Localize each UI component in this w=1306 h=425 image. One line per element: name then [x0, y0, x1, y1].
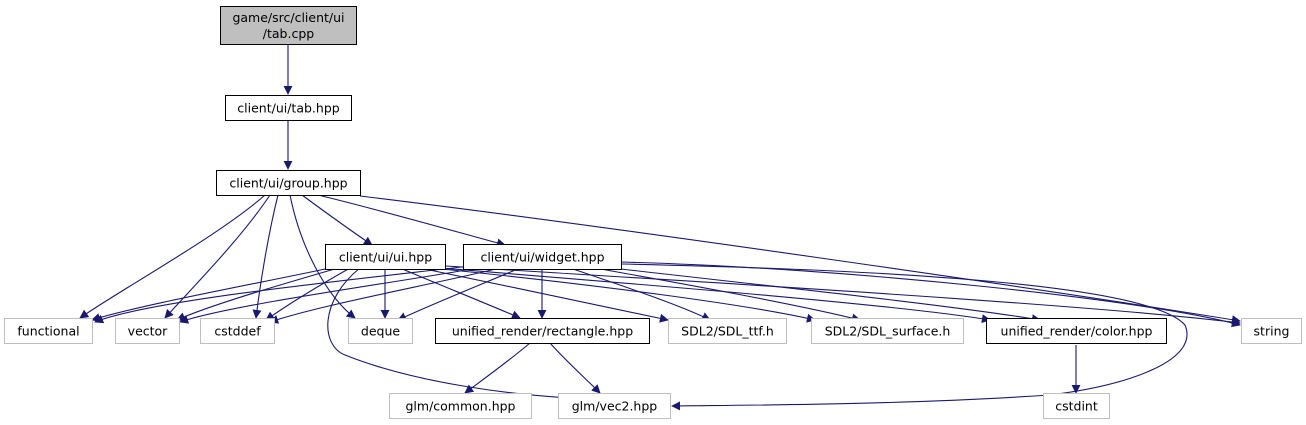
node-string[interactable]: string [1241, 318, 1302, 344]
edge-widget-to-glm-vec2 [621, 263, 1188, 411]
edge-group-to-vector [164, 194, 271, 319]
node-rectangle-hpp[interactable]: unified_render/rectangle.hpp [435, 318, 650, 344]
node-color-hpp[interactable]: unified_render/color.hpp [986, 318, 1167, 344]
node-label: deque [361, 324, 400, 339]
edge-ui-to-functional [91, 267, 331, 322]
node-glm-vec2[interactable]: glm/vec2.hpp [558, 393, 671, 419]
node-label: client/ui/ui.hpp [339, 250, 432, 265]
node-ui-hpp[interactable]: client/ui/ui.hpp [325, 244, 446, 270]
node-glm-common[interactable]: glm/common.hpp [389, 393, 532, 419]
edge-group [79, 45, 1241, 411]
edge-rectangle-to-glm-vec2 [549, 342, 601, 394]
node-label: glm/common.hpp [405, 399, 515, 414]
edge-widget-to-string [621, 261, 1241, 328]
edge-widget-to-deque [397, 267, 521, 321]
node-cstdint[interactable]: cstdint [1043, 393, 1110, 419]
node-cstddef[interactable]: cstddef [200, 318, 275, 344]
node-label: SDL2/SDL_ttf.h [681, 324, 774, 339]
node-label: cstdint [1055, 399, 1098, 414]
node-deque[interactable]: deque [348, 318, 413, 344]
node-label: cstddef [214, 324, 261, 339]
node-functional[interactable]: functional [4, 318, 93, 344]
node-sdl-surface[interactable]: SDL2/SDL_surface.h [811, 318, 964, 344]
node-sdl-ttf[interactable]: SDL2/SDL_ttf.h [668, 318, 787, 344]
node-label: client/ui/tab.hpp [237, 101, 339, 116]
node-tab-cpp[interactable]: game/src/client/ui /tab.cpp [220, 6, 357, 45]
edge-widget-to-vector [179, 267, 479, 324]
node-group-hpp[interactable]: client/ui/group.hpp [216, 170, 361, 196]
node-label: game/src/client/ui [232, 10, 344, 25]
edge-group-to-widget-hpp [317, 194, 506, 248]
node-label: unified_render/color.hpp [1001, 324, 1153, 339]
node-label: /tab.cpp [263, 26, 314, 41]
edge-ui-to-cstddef [265, 267, 351, 321]
node-tab-hpp[interactable]: client/ui/tab.hpp [225, 95, 352, 121]
edge-ui-to-rectangle [399, 267, 521, 319]
edge-widget-to-color [611, 267, 1041, 324]
node-label: client/ui/widget.hpp [480, 250, 604, 265]
edge-widget-to-sdl-surface [594, 267, 861, 323]
node-label: client/ui/group.hpp [229, 176, 347, 191]
edge-group-to-functional [79, 194, 266, 319]
node-label: SDL2/SDL_surface.h [825, 324, 951, 339]
edge-ui-to-sdl-surface [431, 267, 816, 323]
node-label: functional [17, 324, 79, 339]
edge-group-to-deque [289, 194, 356, 319]
node-label: vector [128, 324, 169, 339]
edge-widget-to-sdl-ttf [569, 267, 711, 321]
node-vector[interactable]: vector [115, 318, 180, 344]
edge-widget-to-cstddef [269, 267, 501, 324]
node-label: unified_render/rectangle.hpp [452, 324, 633, 339]
edge-group-to-ui-hpp [301, 194, 373, 246]
edge-group-to-cstddef [252, 194, 279, 319]
edge-rectangle-to-glm-common [464, 342, 531, 394]
edge-ui-to-vector [176, 267, 339, 321]
edge-ui-to-string [445, 265, 1241, 327]
edge-ui-to-color [439, 267, 991, 324]
edge-ui-to-sdl-ttf [419, 267, 669, 323]
edge-widget-to-functional [94, 265, 471, 324]
node-label: glm/vec2.hpp [572, 399, 658, 414]
node-label: string [1254, 324, 1290, 339]
node-widget-hpp[interactable]: client/ui/widget.hpp [463, 244, 622, 270]
